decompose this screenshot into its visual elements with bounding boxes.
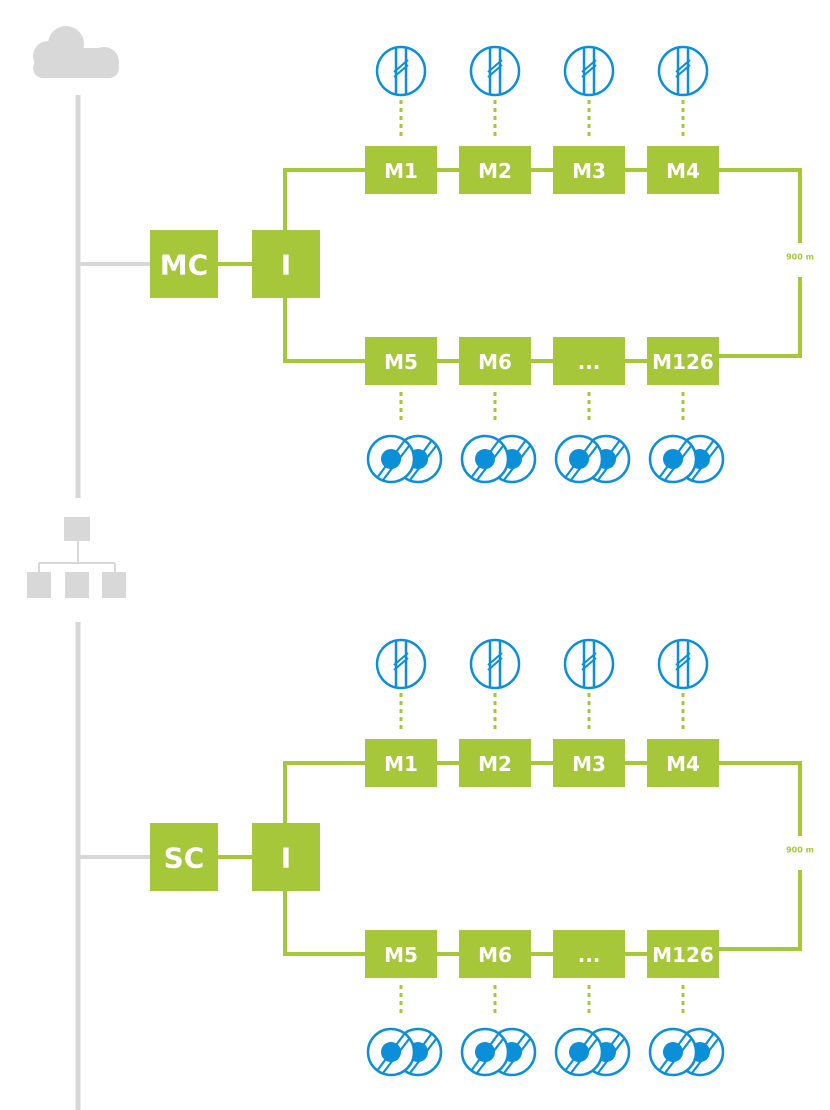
module-bottom: M6 [459, 337, 531, 385]
controller-box-label: MC [160, 249, 208, 282]
distance-label: 900 m [786, 253, 814, 262]
module-top: M3 [553, 146, 625, 194]
controller-box-label: SC [164, 842, 205, 875]
module-top: M1 [365, 146, 437, 194]
module-bottom-label: M6 [478, 350, 512, 374]
module-bottom: M126 [647, 337, 719, 385]
bottom-sensor-link [681, 985, 685, 1013]
interface-box-label: I [281, 842, 291, 875]
controller-box: MC [150, 230, 218, 298]
branch-top [283, 761, 366, 823]
interface-box-label: I [281, 249, 291, 282]
module-top: M3 [553, 739, 625, 787]
double-disc-sensor-icon [554, 1027, 631, 1077]
window-sensor-icon [375, 638, 427, 690]
window-sensor-icon [469, 638, 521, 690]
bottom-sensor-link [399, 392, 403, 420]
double-disc-sensor-icon [366, 434, 443, 484]
bottom-sensor-link [587, 985, 591, 1013]
top-sensor-link [399, 100, 403, 136]
double-disc-sensor-icon [460, 434, 537, 484]
module-top: M4 [647, 739, 719, 787]
module-bottom: M126 [647, 930, 719, 978]
module-top-label: M2 [478, 159, 512, 183]
hierarchy-icon [27, 517, 126, 598]
module-bottom: M5 [365, 337, 437, 385]
module-bottom-label: ... [578, 943, 601, 967]
window-sensor-icon [469, 45, 521, 97]
branch-top [283, 168, 366, 230]
module-top-label: M3 [572, 752, 606, 776]
module-bottom-label: M126 [652, 943, 714, 967]
module-top-label: M1 [384, 159, 418, 183]
bottom-sensor-link [493, 392, 497, 420]
bottom-sensor-link [399, 985, 403, 1013]
top-sensor-link [399, 693, 403, 729]
bottom-sensor-link [493, 985, 497, 1013]
top-sensor-link [587, 100, 591, 136]
loop-bottom [719, 277, 802, 358]
module-bottom-label: M126 [652, 350, 714, 374]
module-top: M1 [365, 739, 437, 787]
interface-box: I [252, 230, 320, 298]
module-bottom-label: M6 [478, 943, 512, 967]
module-top-label: M4 [666, 159, 700, 183]
module-bottom: ... [553, 930, 625, 978]
module-top-label: M2 [478, 752, 512, 776]
branch-bottom [283, 298, 366, 363]
window-sensor-icon [657, 45, 709, 97]
module-top-label: M1 [384, 752, 418, 776]
module-top: M2 [459, 146, 531, 194]
top-sensor-link [587, 693, 591, 729]
module-bottom-label: M5 [384, 350, 418, 374]
interface-box: I [252, 823, 320, 891]
controller-box: SC [150, 823, 218, 891]
top-sensor-link [681, 100, 685, 136]
module-bottom: M5 [365, 930, 437, 978]
window-sensor-icon [657, 638, 709, 690]
module-bottom-label: ... [578, 350, 601, 374]
double-disc-sensor-icon [366, 1027, 443, 1077]
loop-bottom [719, 870, 802, 951]
module-bottom: ... [553, 337, 625, 385]
double-disc-sensor-icon [460, 1027, 537, 1077]
module-bottom-label: M5 [384, 943, 418, 967]
distance-label: 900 m [786, 846, 814, 855]
loop-top [719, 761, 802, 836]
bottom-sensor-link [587, 392, 591, 420]
module-top: M2 [459, 739, 531, 787]
module-top-label: M3 [572, 159, 606, 183]
double-disc-sensor-icon [554, 434, 631, 484]
window-sensor-icon [563, 45, 615, 97]
module-top-label: M4 [666, 752, 700, 776]
module-bottom: M6 [459, 930, 531, 978]
top-sensor-link [681, 693, 685, 729]
window-sensor-icon [375, 45, 427, 97]
cloud-icon [33, 26, 119, 78]
bottom-sensor-link [681, 392, 685, 420]
top-sensor-link [493, 100, 497, 136]
double-disc-sensor-icon [648, 434, 725, 484]
module-top: M4 [647, 146, 719, 194]
loop-top [719, 168, 802, 243]
double-disc-sensor-icon [648, 1027, 725, 1077]
branch-bottom [283, 891, 366, 956]
top-sensor-link [493, 693, 497, 729]
window-sensor-icon [563, 638, 615, 690]
